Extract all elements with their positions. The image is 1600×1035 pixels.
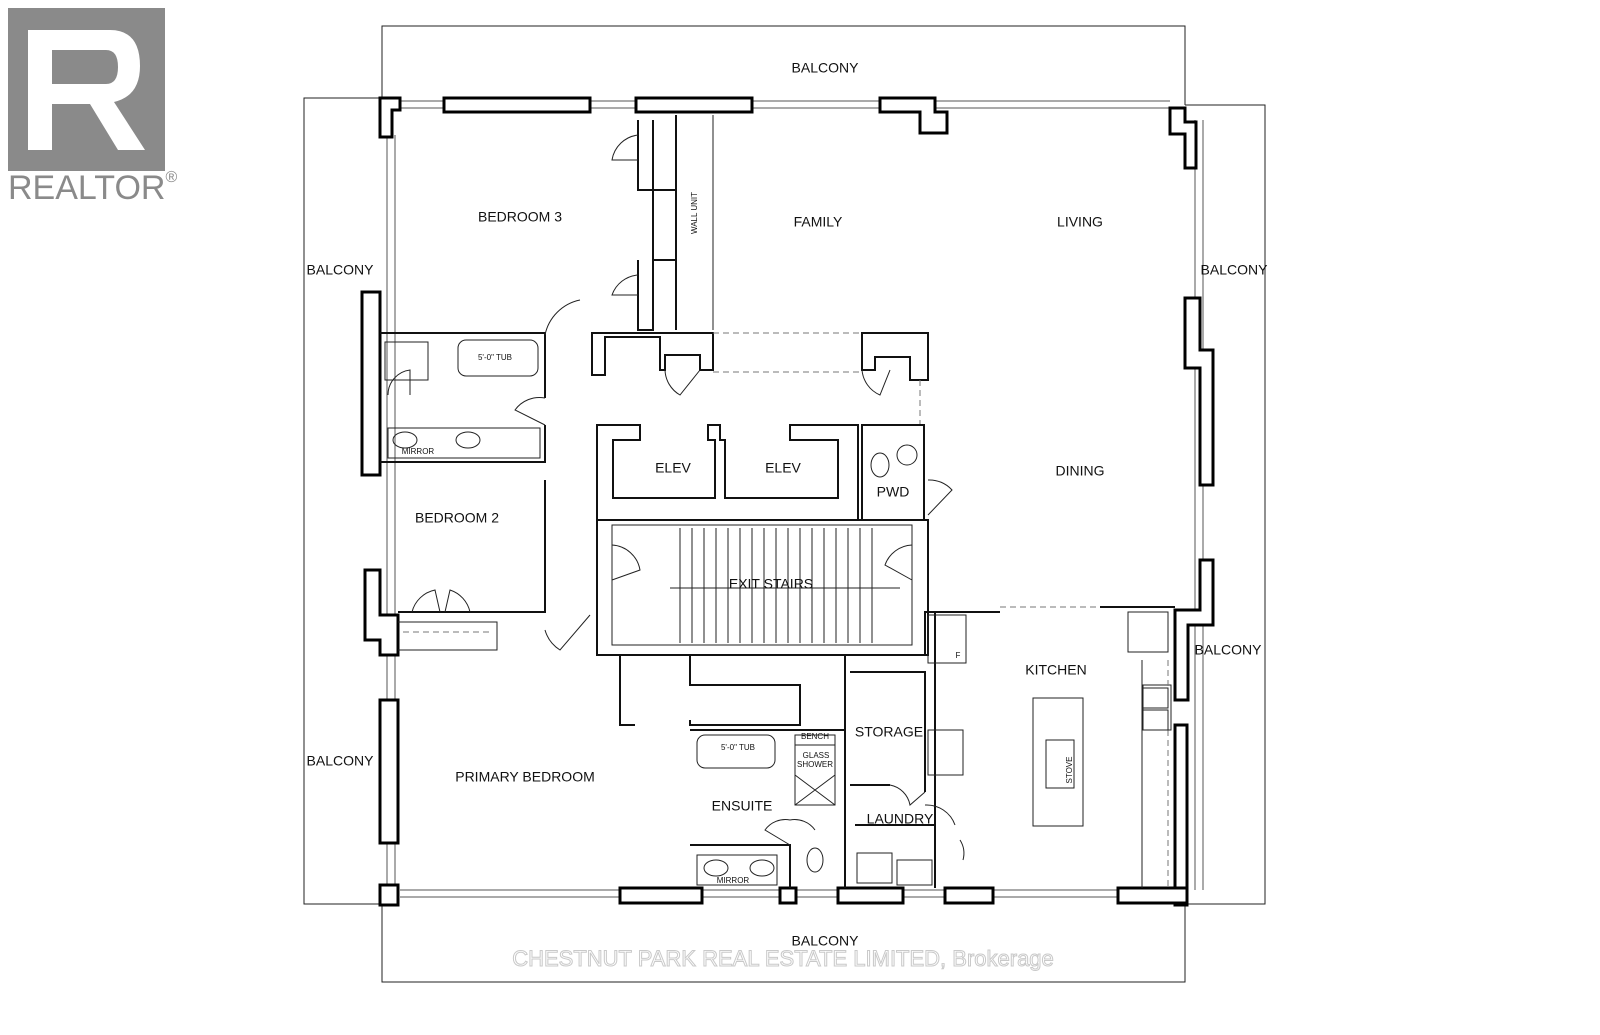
- room-label-primary-bedroom: PRIMARY BEDROOM: [455, 769, 595, 785]
- balcony-outlines: [303, 25, 1266, 983]
- room-label-bedroom-2: BEDROOM 2: [415, 510, 499, 526]
- balcony-label-right-upper: BALCONY: [1201, 262, 1269, 278]
- room-label-family: FAMILY: [794, 214, 843, 230]
- balcony-outline-top: [381, 25, 1186, 105]
- fixture-label-shower: SHOWER: [797, 760, 833, 769]
- fixture-label-bench: BENCH: [801, 732, 829, 741]
- room-label-elev-1: ELEV: [655, 460, 691, 476]
- fixture-label-tub-2: 5'-0" TUB: [721, 743, 755, 752]
- room-label-living: LIVING: [1057, 214, 1103, 230]
- balcony-label-top: BALCONY: [792, 60, 860, 76]
- fixture-label-mirror-1: MIRROR: [402, 447, 435, 456]
- balcony-outline-left: [303, 97, 382, 905]
- balcony-label-right-lower: BALCONY: [1195, 642, 1263, 658]
- room-label-bedroom-3: BEDROOM 3: [478, 209, 562, 225]
- realtor-logo: REALTOR®: [8, 8, 177, 207]
- room-label-laundry: LAUNDRY: [867, 811, 934, 827]
- fixture-label-glass: GLASS: [803, 751, 830, 760]
- fixture-label-fridge: F: [956, 651, 961, 660]
- fixture-label-mirror-2: MIRROR: [717, 876, 750, 885]
- balcony-label-left-upper: BALCONY: [307, 262, 375, 278]
- balcony-label-bottom: BALCONY: [792, 933, 860, 949]
- exterior-walls: [360, 96, 1215, 907]
- room-label-elev-2: ELEV: [765, 460, 801, 476]
- brokerage-watermark: CHESTNUT PARK REAL ESTATE LIMITED, Broke…: [512, 946, 1054, 971]
- room-label-ensuite: ENSUITE: [712, 798, 773, 814]
- realtor-logo-text: REALTOR®: [8, 169, 177, 207]
- interior-walls: [380, 115, 1175, 888]
- room-label-pwd: PWD: [877, 484, 910, 500]
- fixture-label-stove: STOVE: [1065, 757, 1074, 784]
- room-label-storage: STORAGE: [855, 724, 923, 740]
- fixture-label-tub-1: 5'-0" TUB: [478, 353, 512, 362]
- stair-treads: [679, 528, 873, 643]
- balcony-outline-bottom: [381, 904, 1186, 983]
- balcony-outline-right: [1185, 104, 1266, 905]
- fixture-label-wall-unit: WALL UNIT: [690, 192, 699, 234]
- door-swings: [387, 134, 965, 861]
- balcony-label-left-lower: BALCONY: [307, 753, 375, 769]
- room-label-exit-stairs: EXIT STAIRS: [729, 576, 813, 592]
- room-label-kitchen: KITCHEN: [1025, 662, 1086, 678]
- kitchen-sink: [1142, 687, 1169, 731]
- realtor-logo-r-glyph: [28, 30, 145, 150]
- room-label-dining: DINING: [1056, 463, 1105, 479]
